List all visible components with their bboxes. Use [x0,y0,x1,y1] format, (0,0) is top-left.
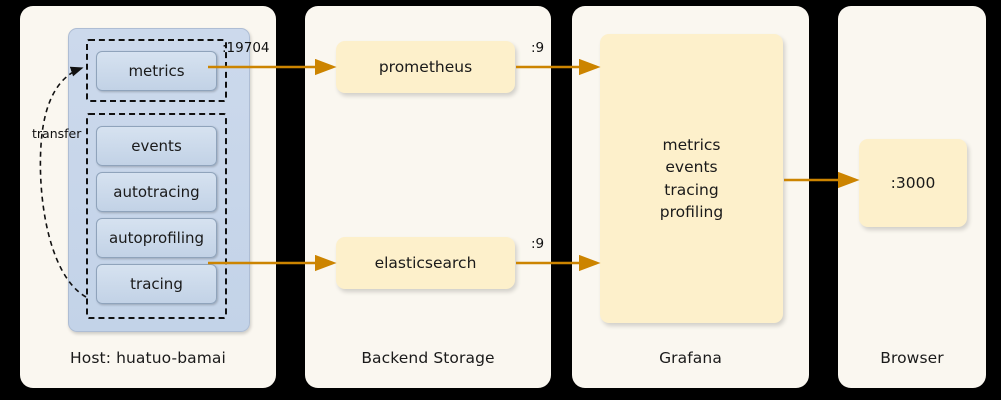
service-elasticsearch-label: elasticsearch [374,254,477,272]
module-autoprofiling[interactable]: autoprofiling [96,218,217,258]
module-metrics[interactable]: metrics [96,51,217,91]
transfer-label: transfer [32,126,82,141]
collector-group-boundary [86,113,227,319]
grafana-datasource-box[interactable]: metrics events tracing profiling [600,34,783,323]
port-label-elasticsearch-clip: :9 [531,236,551,256]
transfer-arrow [39,66,87,298]
panel-grafana-label: Grafana [659,349,722,367]
module-tracing[interactable]: tracing [96,264,217,304]
module-autotracing[interactable]: autotracing [96,172,217,212]
metrics-group-boundary [86,39,227,102]
panel-host: metrics events autotracing autoprofiling… [20,6,276,388]
port-label-prometheus: :9 [531,40,545,56]
service-elasticsearch[interactable]: elasticsearch [336,237,515,289]
service-prometheus[interactable]: prometheus [336,41,515,93]
port-label-19704: :19704 [222,40,270,56]
grafana-datatype-tracing: tracing [664,180,719,199]
browser-port-box[interactable]: :3000 [859,139,967,227]
module-metrics-label: metrics [128,62,185,80]
module-autoprofiling-label: autoprofiling [108,229,205,247]
module-tracing-label: tracing [130,275,183,293]
browser-port-label: :3000 [890,174,936,192]
panel-browser-label: Browser [880,349,944,367]
panel-backend-label: Backend Storage [361,349,495,367]
grafana-datatype-metrics: metrics [662,135,721,154]
port-label-prometheus-clip: :9 [531,40,551,60]
port-label-elasticsearch: :9 [531,236,545,252]
service-prometheus-label: prometheus [378,58,473,76]
module-autotracing-label: autotracing [113,183,200,201]
module-events-label: events [131,137,182,155]
grafana-datatype-events: events [665,158,718,177]
module-events[interactable]: events [96,126,217,166]
grafana-datatype-profiling: profiling [659,202,724,221]
panel-host-label: Host: huatuo-bamai [70,349,226,367]
